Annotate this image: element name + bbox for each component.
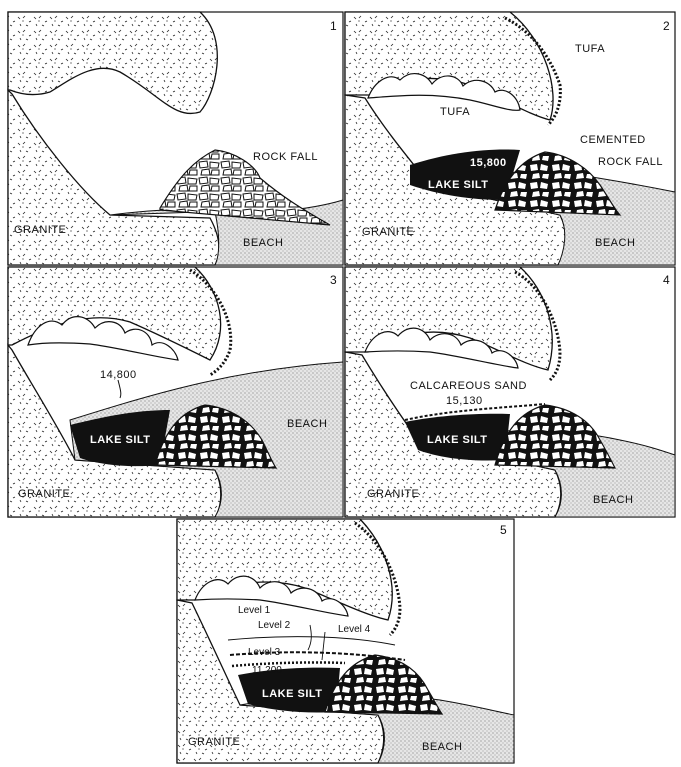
panel-2-granite-label: GRANITE xyxy=(362,226,414,238)
panel-5-number: 5 xyxy=(500,523,507,537)
panel-3-number: 3 xyxy=(330,273,337,287)
panel-2: 2 TUFA TUFA CEMENTED ROCK FALL 15,800 LA… xyxy=(345,12,675,265)
panel-5-granite-label: GRANITE xyxy=(188,736,240,748)
panel-2-cemented-label: CEMENTED xyxy=(580,134,646,146)
panel-2-tufa-inner-label: TUFA xyxy=(440,106,470,118)
panel-5-lake-silt-label: LAKE SILT xyxy=(262,688,323,700)
panel-5-level4-label: Level 4 xyxy=(338,624,371,635)
panel-2-tufa-top-label: TUFA xyxy=(575,43,605,55)
panel-3-date-label: 14,800 xyxy=(100,369,137,381)
panel-5-beach-label: BEACH xyxy=(422,741,462,753)
panel-3-granite-label: GRANITE xyxy=(18,488,70,500)
panel-2-number: 2 xyxy=(663,19,670,33)
panel-4-number: 4 xyxy=(663,273,670,287)
panel-2-lake-silt-label: LAKE SILT xyxy=(428,179,489,191)
panel-2-rock-fall-label: ROCK FALL xyxy=(598,156,663,168)
panel-5: 5 Level 1 Level 2 Level 4 Level 3 11,200… xyxy=(177,519,514,763)
panel-4-beach-label: BEACH xyxy=(593,494,633,506)
panel-2-beach-label: BEACH xyxy=(595,237,635,249)
panel-4-lake-silt-label: LAKE SILT xyxy=(427,434,488,446)
panel-1: 1 ROCK FALL GRANITE BEACH xyxy=(8,12,343,265)
panel-5-level2-label: Level 2 xyxy=(258,620,291,631)
panel-1-beach-label: BEACH xyxy=(243,237,283,249)
panel-5-date-label: 11,200 xyxy=(252,665,282,676)
panel-5-level3-label: Level 3 xyxy=(248,647,281,658)
panel-2-date-label: 15,800 xyxy=(470,157,507,169)
panel-1-number: 1 xyxy=(330,19,337,33)
panel-1-granite-label: GRANITE xyxy=(14,224,66,236)
panel-3-lake-silt-label: LAKE SILT xyxy=(90,434,151,446)
panel-4-date-label: 15,130 xyxy=(446,395,483,407)
panel-4-granite-label: GRANITE xyxy=(367,488,419,500)
panel-5-level1-label: Level 1 xyxy=(238,605,271,616)
panel-3-beach-label: BEACH xyxy=(287,418,327,430)
panel-1-rock-fall-label: ROCK FALL xyxy=(253,151,318,163)
panel-3: 3 14,800 BEACH LAKE SILT GRANITE xyxy=(8,267,343,517)
panel-4-calcareous-sand-label: CALCAREOUS SAND xyxy=(410,380,527,392)
panel-4: 4 CALCAREOUS SAND 15,130 LAKE SILT GRANI… xyxy=(345,267,675,517)
